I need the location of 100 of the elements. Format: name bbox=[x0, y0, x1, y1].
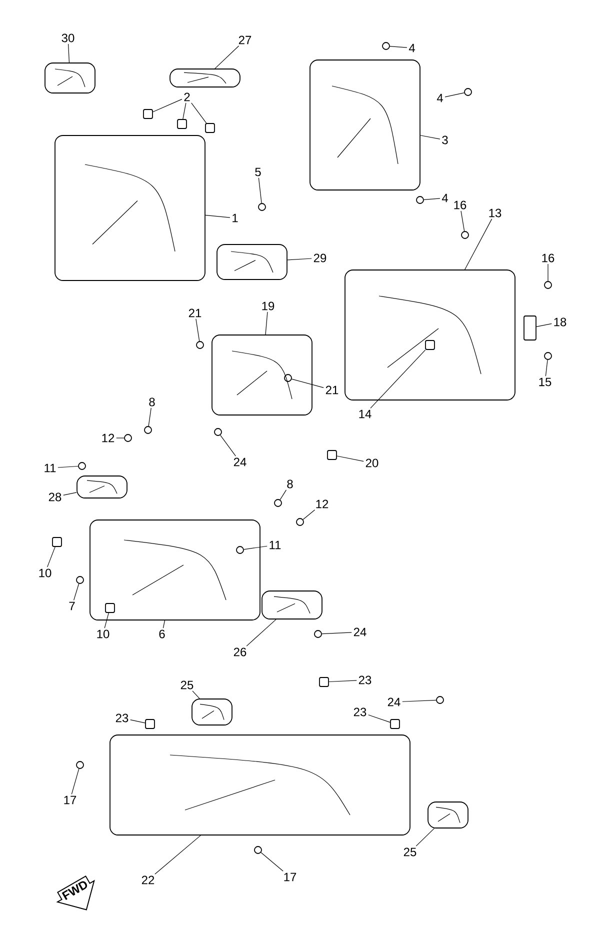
leader-line bbox=[246, 619, 276, 646]
clip bbox=[177, 119, 187, 129]
callout-number: 21 bbox=[326, 386, 338, 394]
leader-line bbox=[260, 852, 284, 872]
screw bbox=[464, 88, 472, 96]
callout-number: 5 bbox=[255, 168, 261, 176]
leader-line bbox=[104, 612, 109, 628]
clip bbox=[205, 123, 215, 133]
callout-number: 14 bbox=[359, 410, 372, 418]
leader-line bbox=[192, 690, 200, 699]
screw bbox=[544, 281, 552, 289]
screw bbox=[416, 196, 424, 204]
leader-line bbox=[148, 408, 152, 426]
leader-line bbox=[420, 135, 440, 140]
leader-line bbox=[390, 46, 408, 48]
leader-line bbox=[545, 360, 548, 376]
callout-number: 24 bbox=[388, 698, 400, 706]
leader-line bbox=[205, 214, 230, 218]
leader-line bbox=[280, 490, 287, 500]
screw bbox=[544, 352, 552, 360]
callout-number: 29 bbox=[314, 254, 326, 262]
callout-number: 12 bbox=[316, 500, 328, 508]
part-drawing bbox=[54, 135, 206, 281]
leader-line bbox=[265, 312, 268, 335]
callout-number: 30 bbox=[62, 34, 74, 42]
screw bbox=[274, 499, 282, 507]
part-drawing bbox=[262, 590, 322, 620]
screw bbox=[284, 374, 292, 382]
screw bbox=[76, 576, 84, 584]
leader-line bbox=[464, 218, 492, 270]
callout-number: 23 bbox=[116, 714, 128, 722]
clip bbox=[52, 537, 62, 547]
callout-number: 8 bbox=[149, 398, 155, 406]
clip bbox=[143, 109, 153, 119]
callout-number: 18 bbox=[554, 318, 566, 326]
part-drawing bbox=[90, 520, 260, 620]
leader-line bbox=[182, 102, 186, 120]
callout-number: 4 bbox=[436, 94, 443, 102]
callout-number: 1 bbox=[232, 214, 238, 222]
leader-line bbox=[368, 714, 390, 723]
leader-line bbox=[370, 350, 426, 408]
callout-number: 15 bbox=[539, 378, 552, 386]
screw bbox=[254, 846, 262, 854]
leader-line bbox=[444, 92, 464, 98]
clip bbox=[327, 450, 337, 460]
callout-number: 6 bbox=[159, 630, 165, 638]
leader-line bbox=[152, 98, 182, 112]
callout-number: 4 bbox=[408, 44, 415, 52]
part-drawing bbox=[344, 270, 516, 400]
clip bbox=[105, 603, 115, 613]
callout-number: 21 bbox=[188, 308, 202, 318]
leader-line bbox=[58, 466, 78, 468]
callout-number: 2 bbox=[184, 92, 190, 102]
callout-number: 20 bbox=[366, 458, 378, 468]
screw bbox=[382, 42, 390, 50]
screw bbox=[214, 428, 222, 436]
leader-line bbox=[416, 828, 434, 846]
callout-number: 16 bbox=[454, 200, 466, 210]
callout-number: 10 bbox=[97, 630, 110, 638]
callout-number: 23 bbox=[358, 676, 372, 684]
leader-line bbox=[214, 46, 240, 69]
leader-line bbox=[154, 835, 201, 874]
leader-line bbox=[196, 318, 200, 342]
screw bbox=[144, 426, 152, 434]
leader-line bbox=[287, 258, 312, 260]
callout-number: 23 bbox=[354, 708, 366, 716]
callout-number: 17 bbox=[64, 796, 76, 804]
part-drawing bbox=[212, 334, 312, 416]
screw bbox=[76, 761, 84, 769]
part-drawing bbox=[170, 68, 240, 88]
part-drawing bbox=[216, 244, 288, 280]
callout-number: 8 bbox=[287, 480, 293, 488]
part-drawing bbox=[76, 476, 128, 498]
leader-line bbox=[162, 620, 166, 628]
clip bbox=[524, 316, 536, 340]
part-drawing bbox=[192, 698, 232, 726]
part-drawing bbox=[110, 734, 410, 836]
callout-number: 13 bbox=[489, 208, 502, 218]
leader-line bbox=[336, 456, 364, 462]
leader-line bbox=[424, 198, 440, 200]
part-drawing bbox=[428, 802, 468, 828]
callout-number: 28 bbox=[48, 492, 62, 502]
callout-number: 4 bbox=[442, 194, 448, 202]
callout-number: 16 bbox=[542, 254, 554, 262]
screw bbox=[78, 462, 86, 470]
leader-line bbox=[244, 546, 268, 550]
leader-line bbox=[292, 378, 324, 388]
leader-line bbox=[460, 210, 465, 232]
leader-line bbox=[328, 680, 357, 682]
callout-number: 24 bbox=[354, 628, 366, 636]
callout-number: 25 bbox=[180, 680, 194, 690]
callout-number: 11 bbox=[44, 464, 56, 472]
callout-number: 12 bbox=[102, 434, 114, 442]
leader-line bbox=[130, 719, 146, 724]
callout-number: 27 bbox=[238, 36, 252, 44]
screw bbox=[236, 546, 244, 554]
leader-line bbox=[191, 102, 207, 124]
leader-line bbox=[47, 546, 56, 568]
clip bbox=[390, 719, 400, 729]
screw bbox=[314, 630, 322, 638]
